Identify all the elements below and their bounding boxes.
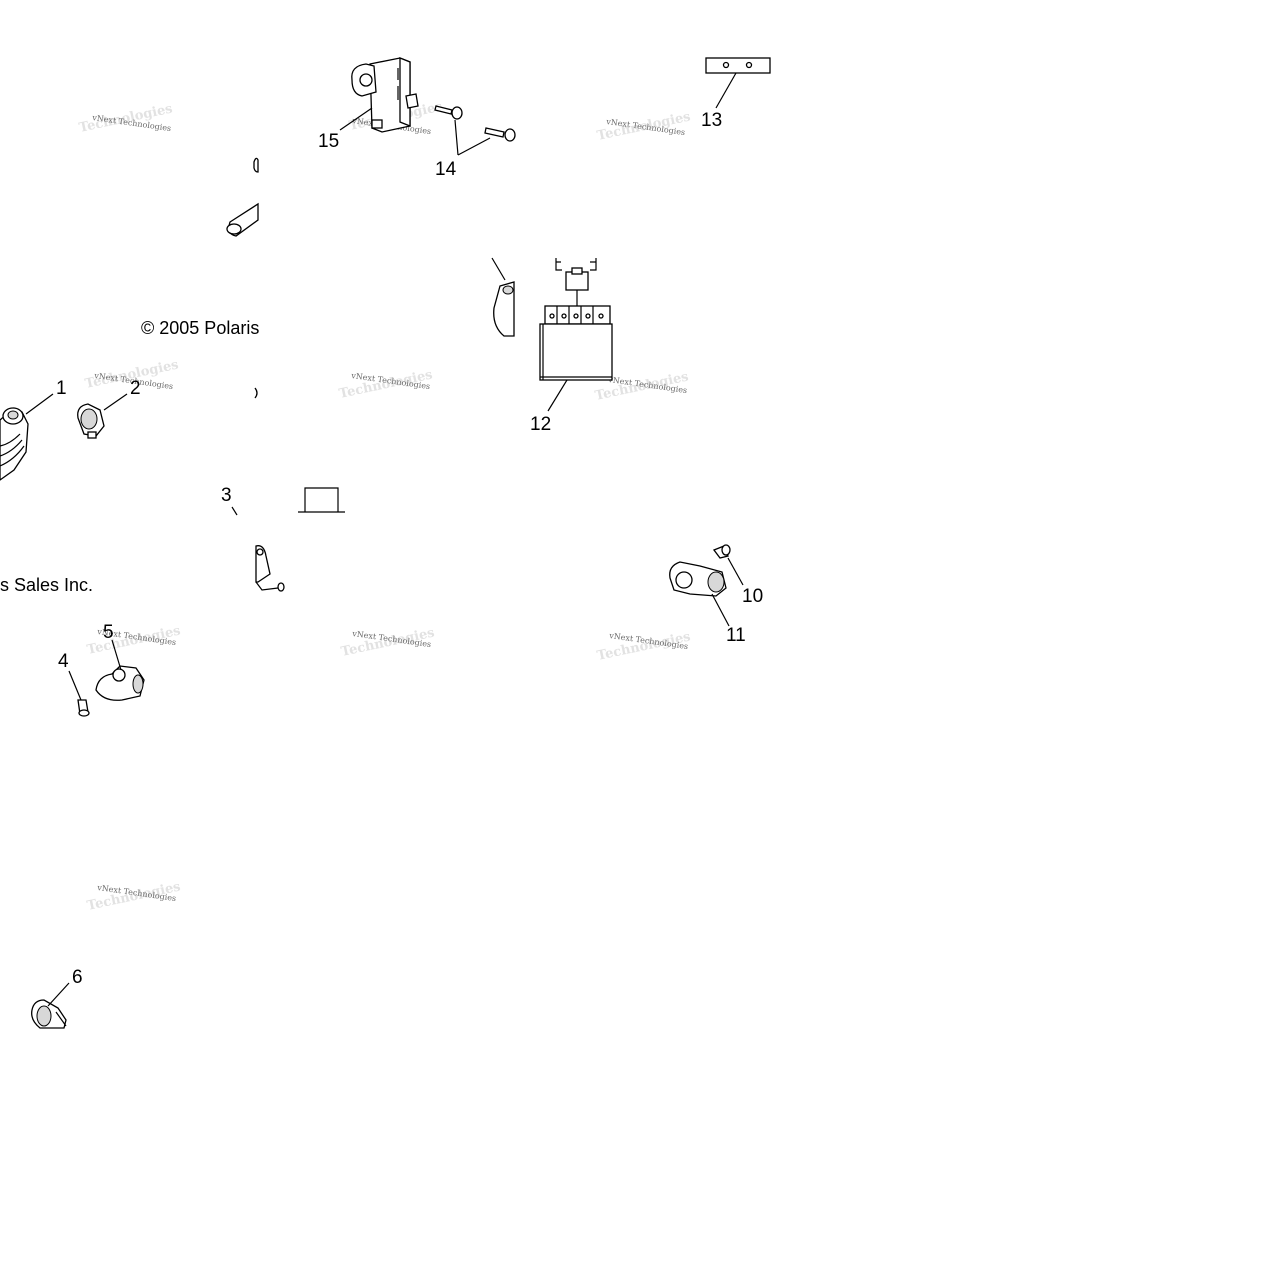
- callout-14: 14: [435, 159, 457, 180]
- leader-15: [339, 107, 373, 131]
- leader-6: [47, 982, 70, 1007]
- callout-1: 1: [56, 378, 67, 399]
- callout-11: 11: [726, 625, 746, 646]
- part-14-screw-b: [484, 127, 516, 142]
- leader-3: [231, 506, 238, 516]
- callout-3: 3: [221, 485, 232, 506]
- part-6-sensor: [31, 999, 67, 1029]
- part-10-bolt: [712, 544, 731, 559]
- part-14-screw-a: [434, 105, 463, 120]
- part-12-relay: [539, 258, 613, 381]
- part-fragment-center: [491, 257, 515, 337]
- leader-12: [547, 379, 568, 412]
- part-4-bolt: [77, 699, 90, 717]
- watermark-4: Technologies vNext Technologies: [84, 357, 180, 391]
- callout-4: 4: [58, 651, 69, 672]
- watermark-7: Technologies vNext Technologies: [86, 623, 182, 657]
- watermark-10: Technologies vNext Technologies: [86, 879, 182, 913]
- part-2-sensor: [77, 403, 105, 439]
- watermark-2: Technologies vNext Technologies: [596, 109, 692, 143]
- leader-13: [715, 72, 737, 109]
- part-11-sensor: [669, 561, 727, 597]
- watermark-9: Technologies vNext Technologies: [596, 629, 692, 663]
- part-3-bracket: [298, 487, 345, 513]
- callout-6: 6: [72, 967, 83, 988]
- leader-4: [68, 670, 82, 701]
- leader-2: [103, 393, 128, 411]
- callout-15: 15: [318, 131, 339, 152]
- callout-12: 12: [530, 414, 551, 435]
- part-13-plate: [705, 57, 771, 74]
- part-fragment-top: [226, 157, 259, 237]
- leader-14a: [454, 119, 459, 156]
- leader-14b: [457, 137, 491, 156]
- watermark-1: Technologies vNext Technologies: [78, 101, 174, 135]
- leader-1: [25, 393, 54, 415]
- copyright-line-1: © 2005 Polaris: [141, 318, 259, 338]
- callout-13: 13: [701, 110, 722, 131]
- watermark-5: Technologies vNext Technologies: [338, 367, 434, 401]
- part-fragment-mid: [254, 387, 258, 399]
- callout-5: 5: [103, 622, 114, 643]
- part-15-module: [351, 57, 419, 133]
- copyright-line-2: s Sales Inc.: [0, 575, 93, 595]
- part-3-valve: [255, 545, 285, 592]
- leader-10: [727, 557, 744, 586]
- leader-5: [111, 639, 122, 671]
- watermark-8: Technologies vNext Technologies: [340, 625, 436, 659]
- callout-2: 2: [130, 378, 141, 399]
- leader-11: [711, 593, 730, 627]
- part-1-sensor: [0, 407, 29, 481]
- part-5-sensor: [95, 665, 145, 701]
- callout-10: 10: [742, 586, 763, 607]
